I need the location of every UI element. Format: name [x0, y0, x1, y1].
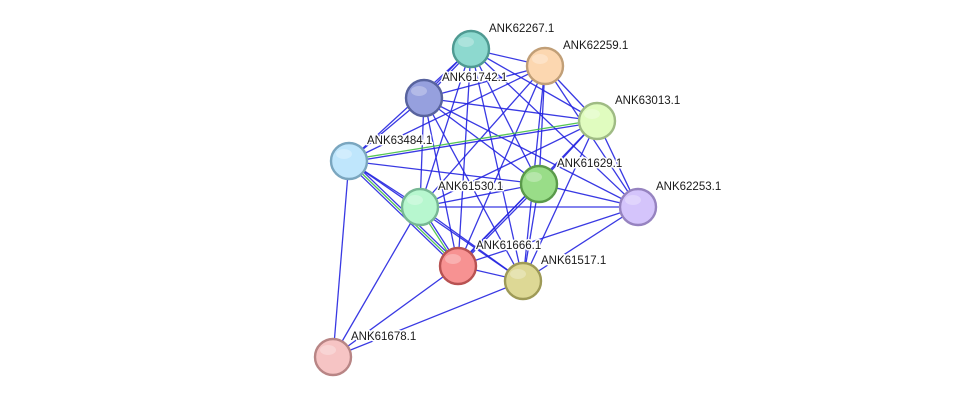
node-circle — [519, 164, 559, 204]
node-circle — [329, 141, 369, 181]
edge-ank63484-1-to-ank61678-1 — [332, 160, 350, 358]
node-label-ank61517-1: ANK61517.1 — [541, 255, 606, 267]
node-label-ank61678-1: ANK61678.1 — [351, 331, 416, 343]
label-layer: ANK62267.1ANK62259.1ANK61742.1ANK63013.1… — [350, 22, 723, 345]
node-circle — [438, 246, 478, 286]
node-label-ank63484-1: ANK63484.1 — [367, 135, 432, 147]
edge-ank62267-1-to-ank63013-1 — [470, 48, 598, 122]
node-circle — [525, 46, 565, 86]
node-label-ank62267-1: ANK62267.1 — [489, 23, 554, 35]
edge-ank63484-1-to-ank61666-1 — [347, 162, 457, 269]
node-ank62259-1 — [525, 46, 565, 86]
edge-ank62267-1-to-ank61530-1 — [419, 48, 472, 208]
node-highlight — [407, 195, 423, 205]
node-highlight — [584, 109, 600, 119]
node-label-ank61666-1: ANK61666.1 — [476, 240, 541, 252]
node-layer — [313, 29, 658, 377]
node-ank61517-1 — [503, 261, 543, 301]
edge-ank61742-1-to-ank63013-1 — [423, 97, 598, 122]
node-highlight — [510, 269, 526, 279]
edge-ank62267-1-to-ank61629-1 — [470, 48, 540, 185]
node-label-ank62253-1: ANK62253.1 — [656, 181, 721, 193]
node-highlight — [336, 149, 352, 159]
edge-ank63484-1-to-ank61629-1 — [348, 160, 540, 185]
edge-ank63484-1-to-ank61517-1 — [348, 160, 524, 282]
node-highlight — [625, 195, 641, 205]
edge-ank61666-1-to-ank61678-1 — [332, 265, 459, 358]
node-ank61530-1 — [400, 187, 440, 227]
edge-ank61629-1-to-ank61666-1 — [458, 184, 541, 268]
node-ank61678-1 — [313, 337, 353, 377]
node-highlight — [526, 172, 542, 182]
node-ank61742-1 — [404, 78, 444, 118]
edge-ank62267-1-to-ank62253-1 — [470, 48, 639, 208]
node-label-ank61629-1: ANK61629.1 — [557, 158, 622, 170]
node-highlight — [458, 37, 474, 47]
node-ank62253-1 — [618, 187, 658, 227]
node-circle — [503, 261, 543, 301]
node-highlight — [445, 254, 461, 264]
node-label-ank61530-1: ANK61530.1 — [438, 181, 503, 193]
node-highlight — [411, 86, 427, 96]
node-ank61629-1 — [519, 164, 559, 204]
node-ank63484-1 — [329, 141, 369, 181]
edge-ank61742-1-to-ank61666-1 — [423, 97, 459, 267]
edge-ank61517-1-to-ank61678-1 — [332, 280, 524, 358]
edge-layer — [332, 47, 639, 358]
node-label-ank63013-1: ANK63013.1 — [615, 95, 680, 107]
edge-ank62253-1-to-ank61517-1 — [522, 206, 639, 282]
edge-ank63013-1-to-ank63484-1 — [349, 121, 598, 163]
node-circle — [451, 29, 491, 69]
node-label-ank62259-1: ANK62259.1 — [563, 40, 628, 52]
node-ank62267-1 — [451, 29, 491, 69]
edge-ank63013-1-to-ank63484-1 — [348, 119, 597, 161]
node-circle — [577, 101, 617, 141]
node-circle — [618, 187, 658, 227]
edge-ank62259-1-to-ank61742-1 — [423, 65, 546, 99]
edge-ank63013-1-to-ank61530-1 — [419, 120, 598, 208]
node-highlight — [320, 345, 336, 355]
node-label-ank61742-1: ANK61742.1 — [442, 72, 507, 84]
edge-ank61629-1-to-ank61666-1 — [456, 182, 539, 266]
node-highlight — [532, 54, 548, 64]
node-ank61666-1 — [438, 246, 478, 286]
node-circle — [400, 187, 440, 227]
node-ank63013-1 — [577, 101, 617, 141]
node-circle — [404, 78, 444, 118]
edge-ank61530-1-to-ank61678-1 — [332, 206, 421, 358]
node-circle — [313, 337, 353, 377]
edge-ank62259-1-to-ank63484-1 — [348, 65, 546, 162]
edge-ank63013-1-to-ank61517-1 — [522, 120, 598, 282]
edge-ank62259-1-to-ank61629-1 — [538, 65, 546, 185]
edge-ank61530-1-to-ank61517-1 — [419, 206, 524, 282]
edge-ank62267-1-to-ank61517-1 — [470, 48, 524, 282]
edge-ank62259-1-to-ank61666-1 — [457, 65, 546, 267]
edge-ank61629-1-to-ank61530-1 — [419, 183, 540, 208]
